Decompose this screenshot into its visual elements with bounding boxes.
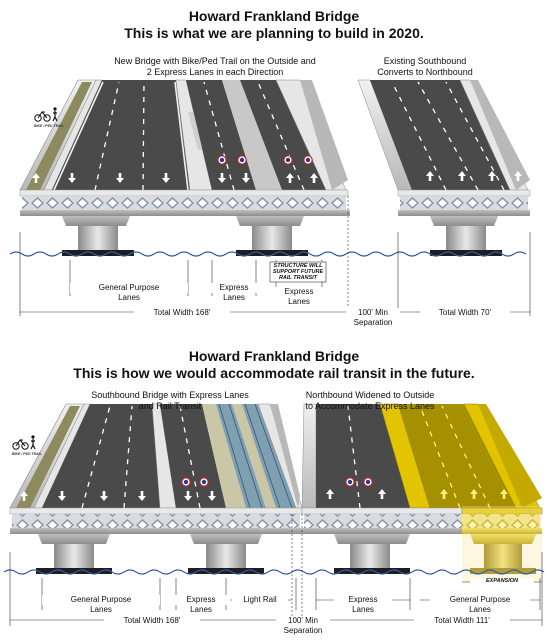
dim-general-purpose-1: General Purpose (70, 283, 188, 293)
dim-express-left-2: Lanes (190, 605, 212, 614)
top-left-heading-1: New Bridge with Bike/Ped Trail on the Ou… (114, 56, 316, 66)
top-right-heading-1: Existing Southbound (383, 56, 467, 66)
bottom-right-heading-1: Northbound Widened to Outside (305, 390, 435, 400)
bottom-left-heading-2: and Rail Transit (138, 401, 202, 411)
dim-express-right-2: Lanes (352, 605, 374, 614)
dim-express-b-1: Express (271, 287, 327, 297)
dim-total-width-right: Total Width 70' (420, 308, 510, 318)
bottom-left-bridge (9, 403, 303, 574)
trail-label: BIKE / PED TRAIL (34, 124, 64, 128)
structure-note-1: STRUCTURE WILL (273, 263, 323, 269)
dim-total-width-left-bottom: Total Width 168' (104, 616, 200, 626)
dim-general-purpose-left-2: Lanes (90, 605, 112, 614)
dim-separation-1: 100' Min (346, 308, 400, 318)
dim-total-width-right-bottom: Total Width 111' (414, 616, 510, 626)
bike-ped-icon (12, 435, 36, 450)
top-right-heading-2: Converts to Northbound (377, 67, 473, 77)
bike-ped-icon (34, 107, 58, 122)
dim-express-left-1: Express (172, 595, 230, 605)
top-subtitle: This is what we are planning to build in… (124, 25, 424, 41)
dim-general-purpose-left-1: General Purpose (42, 595, 160, 605)
top-right-bridge (357, 79, 531, 256)
top-left-bridge (19, 79, 350, 256)
bottom-subtitle: This is how we would accommodate rail tr… (73, 365, 475, 381)
expansion-label: EXPANSION (470, 578, 534, 585)
structure-note-2: SUPPORT FUTURE (272, 269, 324, 275)
dim-separation-2: Separation (353, 318, 393, 327)
dim-express-a-1: Express (206, 283, 262, 293)
dim-separation-bottom-1: 100' Min (276, 616, 330, 626)
top-title: Howard Frankland Bridge (188, 8, 360, 24)
bottom-title: Howard Frankland Bridge (188, 348, 360, 364)
dim-separation-bottom-2: Separation (283, 626, 323, 635)
bottom-right-bridge (301, 403, 543, 582)
dim-express-a-2: Lanes (223, 293, 245, 302)
trail-label: BIKE / PED TRAIL (12, 452, 42, 456)
bottom-right-heading-2: to Accommodate Express Lanes (305, 401, 435, 411)
dim-express-right-1: Express (334, 595, 392, 605)
dim-express-b-2: Lanes (288, 297, 310, 306)
structure-note-3: RAIL TRANSIT (278, 275, 318, 281)
dim-general-purpose-right-1: General Purpose (430, 595, 530, 605)
water-line (9, 251, 527, 257)
top-left-heading-2: 2 Express Lanes in each Direction (146, 67, 284, 77)
water-line (3, 569, 545, 575)
bottom-left-heading-1: Southbound Bridge with Express Lanes (91, 390, 249, 400)
dim-general-purpose-right-2: Lanes (469, 605, 491, 614)
dim-total-width-left: Total Width 168' (134, 308, 230, 318)
dim-general-purpose-2: Lanes (118, 293, 140, 302)
dim-light-rail: Light Rail (232, 595, 288, 605)
